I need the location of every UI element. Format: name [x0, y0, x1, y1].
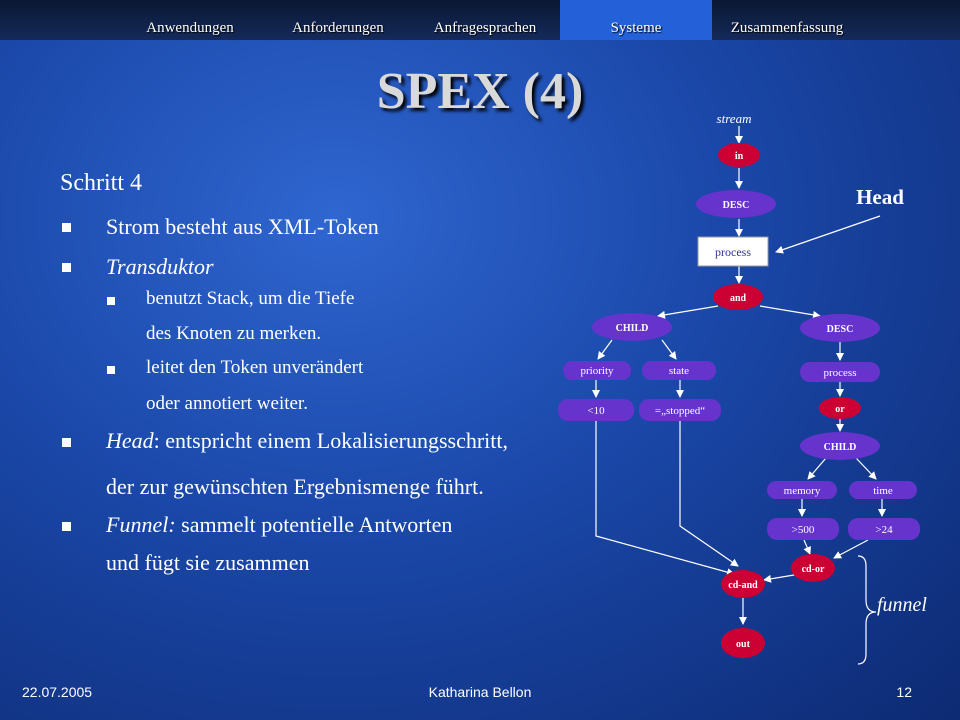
node-process-2-label: process: [824, 367, 857, 379]
nav-tab-zusammenfassung[interactable]: Zusammenfassung: [730, 20, 844, 36]
nav-tab-systeme[interactable]: Systeme: [560, 0, 712, 40]
edge-and-desc: [759, 305, 821, 319]
node-gt500-label: >500: [792, 524, 815, 536]
node-gt500: >500: [767, 518, 839, 540]
edge-and-child: [657, 305, 719, 319]
nav-tab-anwendungen[interactable]: Anwendungen: [146, 20, 234, 36]
bullet-3-line-2: der zur gewünschten Ergebnismenge führt.: [106, 474, 484, 499]
sub-bullet-square-icon: [107, 297, 115, 305]
nav-tab-anfragesprachen[interactable]: Anfragesprachen: [433, 20, 537, 36]
node-and: and: [713, 284, 763, 310]
footer-date: 22.07.2005: [22, 684, 93, 700]
node-child-2: CHILD: [800, 432, 880, 460]
node-stopped-label: =„stopped“: [655, 405, 705, 417]
edge-head-pointer: [775, 215, 881, 254]
node-process-1: process: [697, 236, 769, 267]
node-process-2: process: [800, 362, 880, 382]
node-cd-or-label: cd-or: [802, 564, 825, 575]
node-memory-label: memory: [784, 485, 821, 497]
node-desc-2-label: DESC: [827, 324, 854, 335]
stream-label: stream: [717, 111, 752, 126]
node-child-1: CHILD: [592, 313, 672, 341]
edge-child2-memory: [807, 457, 827, 480]
node-cd-or: cd-or: [791, 554, 835, 582]
node-state-label: state: [669, 365, 689, 377]
bullet-square-icon: [62, 223, 71, 232]
node-time: time: [849, 481, 917, 499]
node-child-2-label: CHILD: [824, 442, 857, 453]
bullet-4-line-1: Funnel: sammelt potentielle Antworten: [106, 512, 452, 538]
head-definition: : entspricht einem Lokalisierungsschritt…: [153, 428, 509, 453]
node-lt10-label: <10: [587, 405, 605, 417]
node-priority-label: priority: [581, 365, 614, 377]
bullet-3-line-1: Head: entspricht einem Lokalisierungssch…: [106, 428, 508, 454]
sub-bullet-1-line-2: des Knoten zu merken.: [146, 323, 322, 344]
footer-page-number: 12: [896, 684, 912, 700]
bullet-1-text: Strom besteht aus XML-Token: [106, 214, 379, 239]
funnel-brace: [857, 555, 877, 665]
node-desc-1: DESC: [696, 190, 776, 218]
node-gt24: >24: [848, 518, 920, 540]
node-out: out: [721, 628, 765, 658]
head-term: Head: [106, 428, 154, 453]
node-and-label: and: [730, 293, 747, 304]
node-memory: memory: [767, 481, 837, 499]
node-stopped: =„stopped“: [639, 399, 721, 421]
footer-author: Katharina Bellon: [428, 684, 532, 700]
bullet-square-icon: [62, 522, 71, 531]
bullet-square-icon: [62, 438, 71, 447]
edge-gt24-cdor: [833, 539, 869, 559]
node-process-1-label: process: [715, 245, 751, 259]
edge-child-priority: [597, 339, 613, 360]
node-desc-1-label: DESC: [723, 200, 750, 211]
section-nav: Anwendungen Anforderungen Anfragesprache…: [0, 0, 960, 40]
node-or-label: or: [835, 404, 845, 415]
edge-child-state: [661, 339, 677, 360]
funnel-label: funnel: [877, 594, 927, 616]
node-in-label: in: [735, 151, 744, 162]
node-gt24-label: >24: [875, 524, 893, 536]
slide-title: SPEX (4): [376, 63, 584, 120]
bullet-4-line-2: und fügt sie zusammen: [106, 550, 310, 575]
node-cd-and-label: cd-and: [728, 580, 758, 591]
node-state: state: [642, 361, 716, 380]
node-priority: priority: [563, 361, 631, 380]
node-cd-and: cd-and: [721, 570, 765, 598]
funnel-term: Funnel:: [106, 512, 176, 537]
node-out-label: out: [736, 639, 751, 650]
node-in: in: [718, 143, 760, 167]
edge-child2-time: [855, 457, 877, 480]
edge-lt10-cdand: [595, 421, 735, 576]
bullet-square-icon: [62, 263, 71, 272]
node-or: or: [819, 397, 861, 419]
edge-gt500-cdor: [803, 539, 811, 555]
head-label: Head: [856, 185, 904, 209]
subheading: Schritt 4: [60, 170, 142, 196]
sub-bullet-square-icon: [107, 366, 115, 374]
node-child-1-label: CHILD: [616, 323, 649, 334]
funnel-definition: sammelt potentielle Antworten: [175, 512, 453, 537]
node-lt10: <10: [558, 399, 634, 421]
node-time-label: time: [873, 485, 893, 497]
edge-stopped-cdand: [679, 421, 739, 567]
sub-bullet-2-line-2: oder annotiert weiter.: [146, 393, 308, 414]
node-desc-2: DESC: [800, 314, 880, 342]
bullet-2-text: Transduktor: [106, 254, 214, 279]
diagram-edges: [592, 126, 886, 665]
sub-bullet-2-line-1: leitet den Token unverändert: [146, 357, 364, 378]
sub-bullet-1-line-1: benutzt Stack, um die Tiefe: [146, 288, 355, 309]
nav-tab-anforderungen[interactable]: Anforderungen: [292, 20, 384, 36]
